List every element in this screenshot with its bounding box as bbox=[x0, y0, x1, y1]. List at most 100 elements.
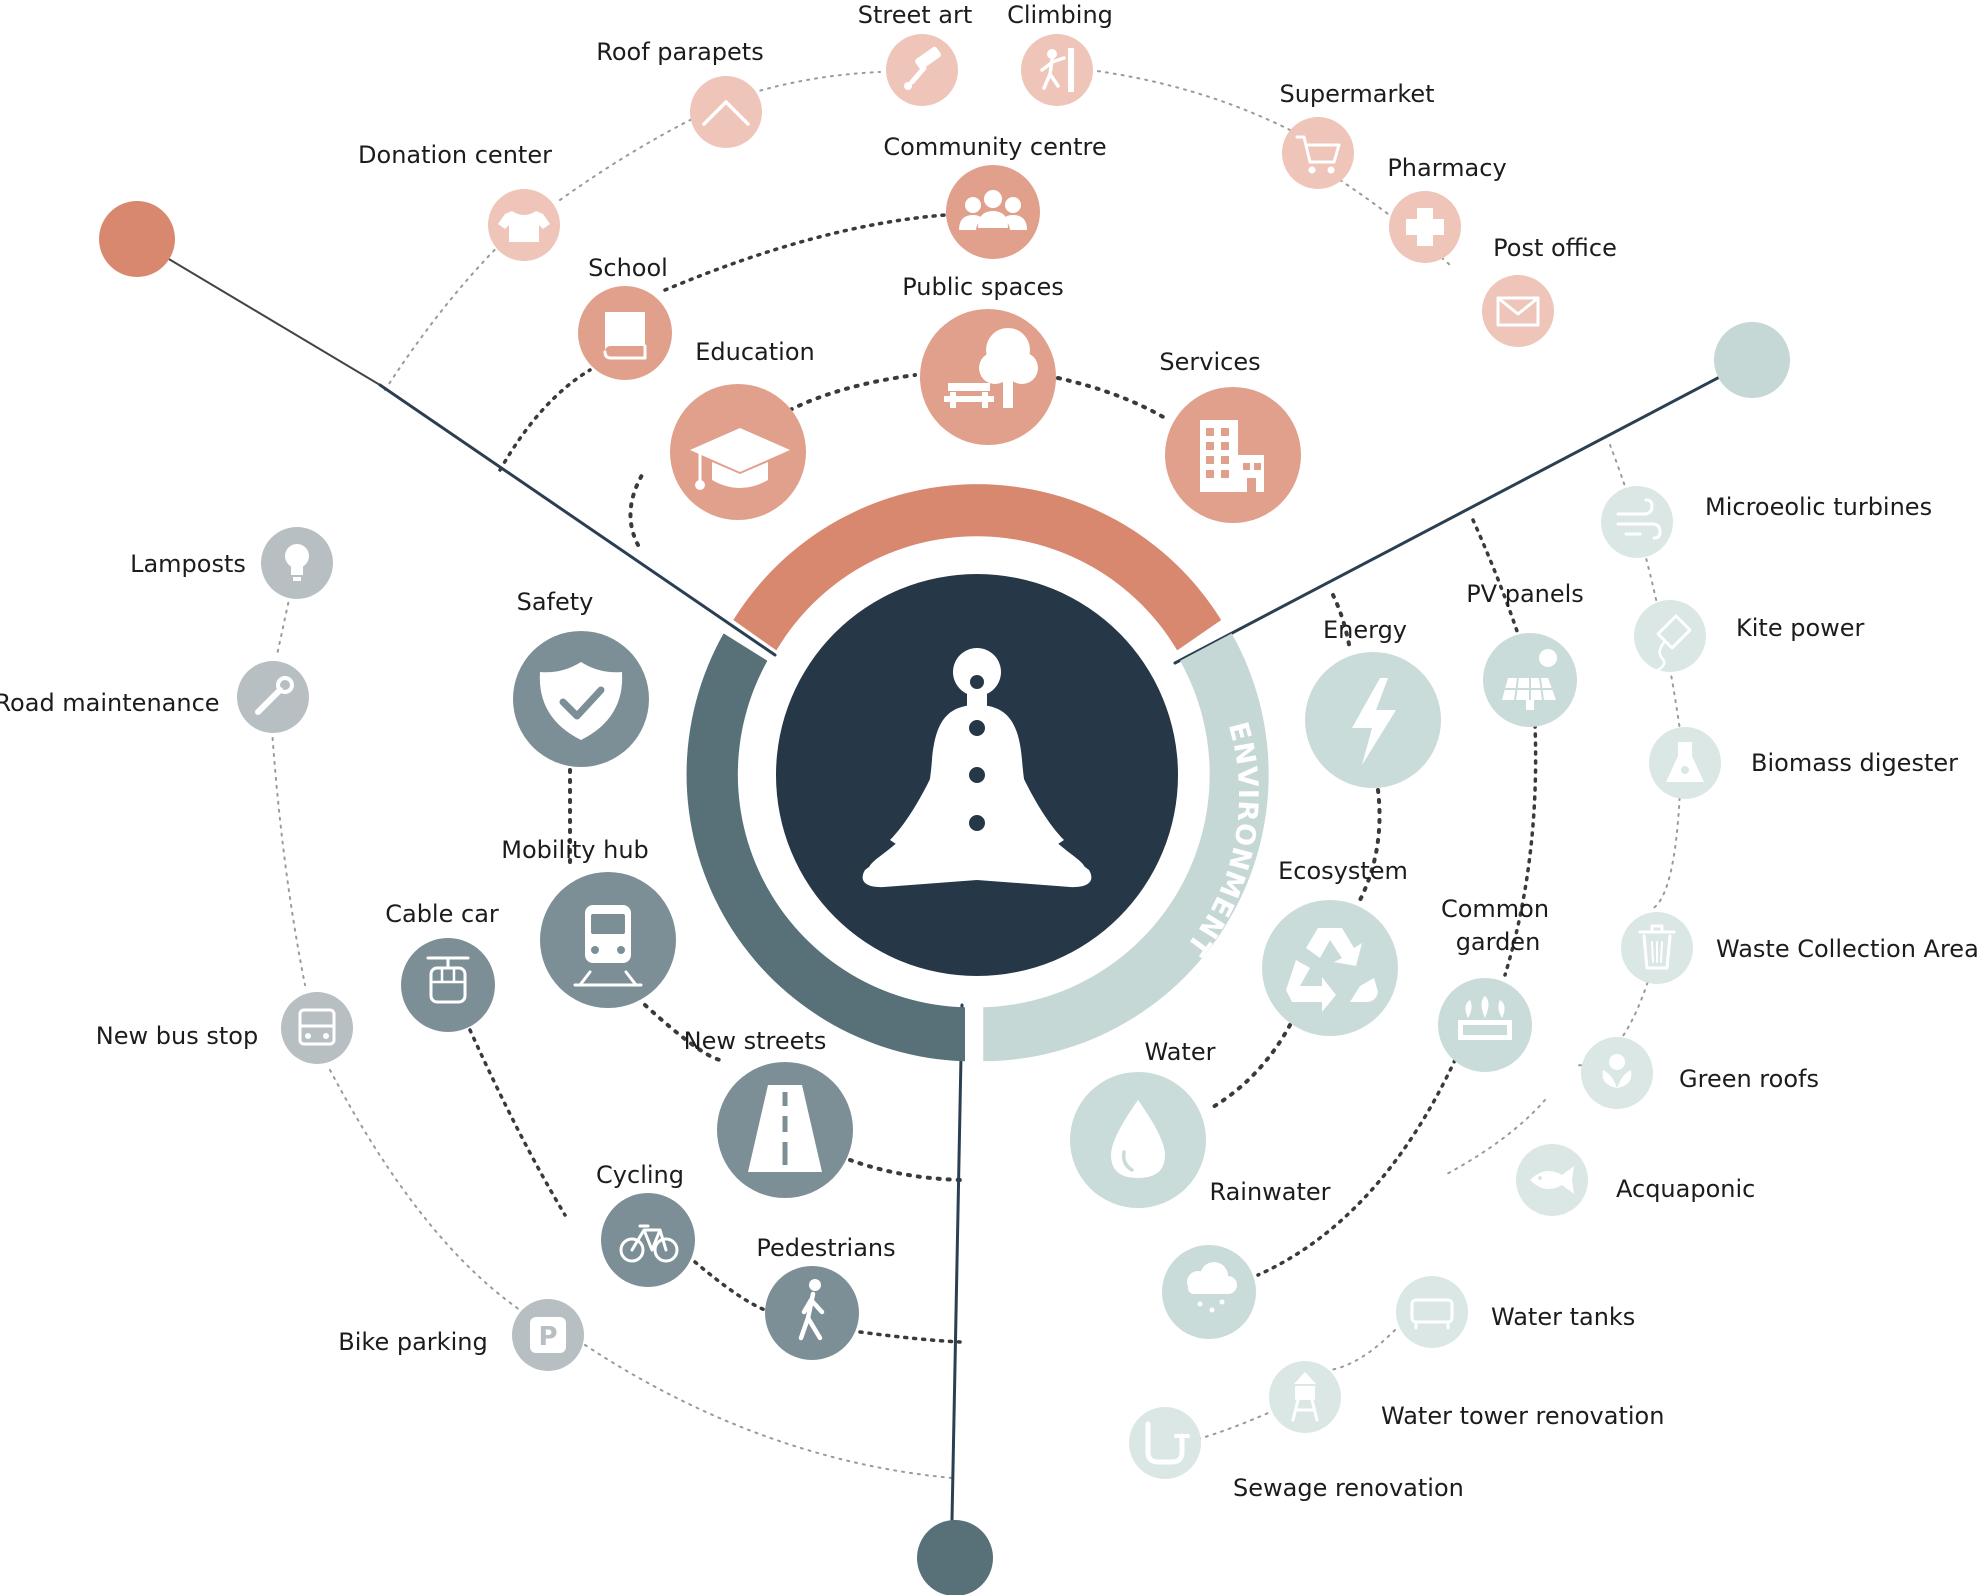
node-pv-panels[interactable] bbox=[1483, 633, 1577, 727]
environment-segment[interactable] bbox=[983, 633, 1269, 1062]
environment-nodes bbox=[1070, 486, 1721, 1479]
solar-panel-icon bbox=[1502, 649, 1557, 710]
label-community-centre: Community centre bbox=[883, 133, 1106, 161]
node-roof-parapets[interactable] bbox=[690, 76, 762, 148]
label-sewage-renovation: Sewage renovation bbox=[1233, 1474, 1464, 1502]
connector-outer-mobility-4 bbox=[584, 1344, 953, 1479]
node-donation-center[interactable] bbox=[488, 189, 560, 261]
connector-outer-environment-1 bbox=[1609, 444, 1681, 731]
node-public-spaces[interactable] bbox=[920, 309, 1056, 445]
node-energy[interactable] bbox=[1305, 652, 1441, 788]
label-bike-parking: Bike parking bbox=[338, 1328, 487, 1356]
node-green-roofs[interactable] bbox=[1581, 1037, 1653, 1109]
connector-outer-environment-5 bbox=[1329, 1329, 1396, 1371]
node-ecosystem[interactable] bbox=[1262, 900, 1398, 1036]
node-common-garden[interactable] bbox=[1438, 978, 1532, 1072]
water-tower-icon bbox=[1291, 1372, 1319, 1422]
connector-outer-community-5 bbox=[1339, 179, 1451, 266]
mobility-segment-label: MOBILITY bbox=[627, 731, 676, 895]
svg-text:P: P bbox=[538, 1322, 557, 1352]
node-road-maintenance[interactable] bbox=[237, 661, 309, 733]
label-water-tower-renovation: Water tower renovation bbox=[1381, 1402, 1664, 1430]
label-climbing: Climbing bbox=[1007, 1, 1113, 29]
node-water[interactable] bbox=[1070, 1072, 1206, 1208]
connector-inner-environment-1 bbox=[1331, 593, 1352, 652]
node-pharmacy[interactable] bbox=[1389, 191, 1461, 263]
connector-middle-environment-1 bbox=[1471, 518, 1522, 642]
label-post-office: Post office bbox=[1493, 234, 1617, 262]
connector-outer-mobility-2 bbox=[271, 729, 306, 986]
node-pedestrians[interactable] bbox=[765, 1266, 859, 1360]
node-water-tanks[interactable] bbox=[1396, 1276, 1468, 1348]
node-street-art[interactable] bbox=[886, 34, 958, 106]
label-acquaponic: Acquaponic bbox=[1616, 1175, 1755, 1203]
roof-icon bbox=[702, 100, 750, 126]
community-segment-label: COMMUNITY bbox=[872, 440, 1082, 491]
node-sewage-renovation[interactable] bbox=[1129, 1407, 1201, 1479]
label-public-spaces: Public spaces bbox=[902, 273, 1064, 301]
connector-middle-mobility-1 bbox=[468, 1028, 567, 1217]
node-waste-collection-areas[interactable] bbox=[1621, 912, 1693, 984]
divider-community-environment bbox=[1173, 358, 1754, 665]
node-bike-parking[interactable]: P bbox=[512, 1299, 584, 1371]
connector-outer-community-2 bbox=[559, 114, 701, 201]
connector-outer-community-1 bbox=[384, 224, 521, 391]
climber-icon bbox=[1040, 48, 1074, 92]
node-school[interactable] bbox=[578, 286, 672, 380]
office-building-icon bbox=[1200, 420, 1264, 492]
node-community-centre[interactable] bbox=[946, 165, 1040, 259]
connector-middle-mobility-3 bbox=[858, 1330, 962, 1344]
node-acquaponic[interactable] bbox=[1516, 1144, 1588, 1216]
node-cycling[interactable] bbox=[601, 1193, 695, 1287]
node-mobility-hub[interactable] bbox=[540, 872, 676, 1008]
node-safety[interactable] bbox=[513, 631, 649, 767]
mobility-segment[interactable] bbox=[686, 633, 965, 1062]
node-climbing[interactable] bbox=[1021, 34, 1093, 106]
wrench-icon bbox=[255, 676, 294, 715]
label-common-garden-line-2: garden bbox=[1456, 928, 1541, 956]
label-kite-power: Kite power bbox=[1736, 614, 1865, 642]
node-supermarket[interactable] bbox=[1282, 117, 1354, 189]
node-biomass-digester[interactable] bbox=[1649, 727, 1721, 799]
label-safety: Safety bbox=[517, 588, 594, 616]
label-ecosystem: Ecosystem bbox=[1278, 857, 1408, 885]
flower-icon bbox=[1602, 1054, 1632, 1088]
center-hub bbox=[776, 574, 1178, 976]
train-icon bbox=[573, 905, 643, 987]
node-rainwater[interactable] bbox=[1162, 1245, 1256, 1339]
community-segment[interactable] bbox=[733, 484, 1222, 651]
label-cycling: Cycling bbox=[596, 1161, 684, 1189]
node-education[interactable] bbox=[670, 384, 806, 520]
label-new-bus-stop: New bus stop bbox=[96, 1022, 258, 1050]
connector-outer-community-3 bbox=[744, 71, 881, 96]
divider-mobility-environment bbox=[950, 1003, 964, 1522]
mobility-end-node bbox=[917, 1520, 993, 1595]
connector-inner-community-2 bbox=[788, 373, 917, 412]
lightning-icon bbox=[1352, 678, 1396, 765]
node-post-office[interactable] bbox=[1482, 275, 1554, 347]
node-lamposts[interactable] bbox=[261, 527, 333, 599]
label-water: Water bbox=[1145, 1038, 1216, 1066]
connector-middle-community-2 bbox=[663, 213, 947, 292]
node-microeolic-turbines[interactable] bbox=[1601, 486, 1673, 558]
pipe-icon bbox=[1145, 1421, 1190, 1465]
node-kite-power[interactable] bbox=[1634, 600, 1706, 672]
label-pv-panels: PV panels bbox=[1466, 580, 1584, 608]
mobility-nodes: P bbox=[237, 527, 859, 1371]
node-cable-car[interactable] bbox=[401, 938, 495, 1032]
connector-inner-environment-3 bbox=[1206, 1023, 1292, 1112]
node-water-tower-renovation[interactable] bbox=[1269, 1361, 1341, 1433]
parking-sign-icon: P bbox=[530, 1317, 566, 1353]
connector-middle-community-1 bbox=[498, 368, 592, 472]
bicycle-icon bbox=[619, 1224, 679, 1263]
connector-inner-community-1 bbox=[628, 468, 647, 547]
bus-icon bbox=[298, 1008, 336, 1046]
book-icon bbox=[603, 312, 647, 360]
label-lamposts: Lamposts bbox=[130, 550, 246, 578]
node-services[interactable] bbox=[1165, 387, 1301, 523]
connector-middle-mobility-2 bbox=[693, 1260, 767, 1312]
node-new-bus-stop[interactable] bbox=[281, 992, 353, 1064]
node-new-streets[interactable] bbox=[717, 1062, 853, 1198]
water-tank-icon bbox=[1410, 1298, 1454, 1330]
